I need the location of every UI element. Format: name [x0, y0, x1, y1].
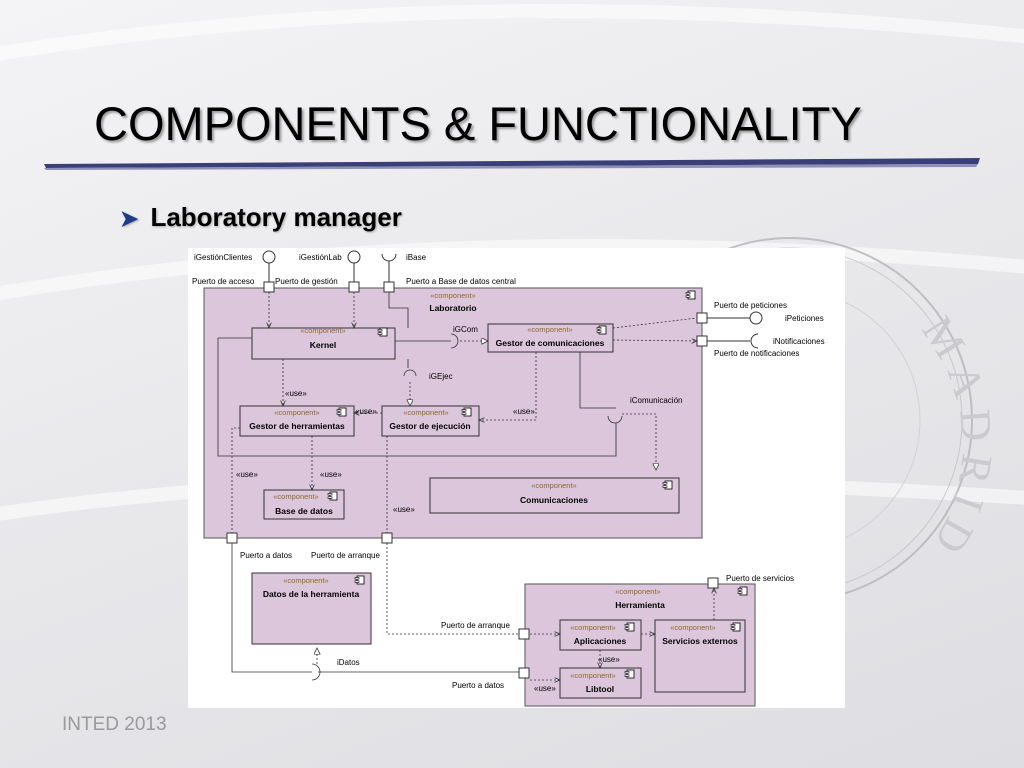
port-label: Puerto de servicios: [726, 574, 794, 583]
component-name: Gestor de ejecución: [389, 421, 470, 431]
stereotype-label: «component»: [283, 576, 328, 585]
stereotype-label: «component»: [570, 671, 615, 680]
stereotype-label: «component»: [615, 587, 660, 596]
interface-label: iDatos: [337, 658, 360, 667]
component-aplicaciones: «component» Aplicaciones: [559, 619, 642, 651]
component-name: Servicios externos: [662, 636, 738, 646]
component-name: Herramienta: [615, 600, 665, 610]
component-name: Datos de la herramienta: [263, 589, 360, 599]
seal-text: MADRID: [913, 308, 993, 571]
provided-interfaces-top: [262, 250, 397, 282]
stereotype-label: «component»: [670, 623, 715, 632]
stereotype-label: «component»: [403, 408, 448, 417]
port-label: Puerto a datos: [452, 681, 504, 690]
port-label: Puerto de arranque: [441, 621, 510, 630]
use-label: «use»: [513, 407, 535, 416]
component-name: Gestor de herramientas: [249, 421, 345, 431]
interface-label: iPeticiones: [785, 314, 824, 323]
footer-text: INTED 2013: [62, 714, 167, 735]
component-name: Laboratorio: [429, 303, 476, 313]
component-gestor-herramientas: «component» Gestor de herramientas: [239, 405, 355, 437]
port-label: Puerto de gestión: [275, 277, 338, 286]
component-kernel: «component» Kernel: [251, 326, 396, 360]
component-name: Aplicaciones: [574, 636, 627, 646]
stereotype-label: «component»: [570, 623, 615, 632]
port-label: Puerto de notificaciones: [714, 349, 799, 358]
ports-herramienta: [518, 577, 719, 679]
external-connectors: [231, 543, 714, 680]
component-servicios-externos: «component» Servicios externos: [654, 619, 746, 693]
component-diagram: «component» Laboratorio «component» Kern…: [188, 248, 845, 708]
component-name: Libtool: [586, 684, 614, 694]
interface-label: iGCom: [453, 325, 478, 334]
internal-connectors: [217, 292, 697, 533]
port-label: Puerto de peticiones: [714, 301, 787, 310]
stereotype-label: «component»: [300, 326, 345, 335]
svg-text:MADRID: MADRID: [913, 308, 1003, 571]
port-label: Puerto de arranque: [311, 551, 380, 560]
bullet-text: Laboratory manager: [150, 202, 402, 232]
component-gestor-comunicaciones: «component» Gestor de comunicaciones: [487, 323, 614, 353]
use-label: «use»: [534, 684, 556, 693]
interface-label: iBase: [406, 253, 427, 262]
use-label: «use»: [598, 655, 620, 664]
use-label: «use»: [355, 407, 377, 416]
port-label: Puerto a datos: [240, 551, 292, 560]
component-name: Base de datos: [275, 506, 333, 516]
port-label: Puerto a Base de datos central: [406, 277, 516, 286]
stereotype-label: «component»: [273, 492, 318, 501]
interface-label: iComunicación: [630, 396, 682, 405]
title-underline: [44, 158, 980, 170]
bullet-item: ➤ Laboratory manager: [120, 202, 402, 233]
component-name: Comunicaciones: [520, 495, 588, 505]
component-libtool: «component» Libtool: [559, 667, 642, 699]
stereotype-label: «component»: [430, 291, 475, 300]
component-datos-herramienta: «component» Datos de la herramienta: [251, 572, 372, 645]
component-name: Gestor de comunicaciones: [496, 338, 605, 348]
stereotype-label: «component»: [527, 325, 572, 334]
interface-label: iNotificaciones: [773, 337, 825, 346]
port-label: Puerto de acceso: [192, 277, 255, 286]
stereotype-label: «component»: [274, 408, 319, 417]
use-label: «use»: [393, 505, 415, 514]
slide-title: COMPONENTS & FUNCTIONALITY: [94, 97, 862, 150]
use-label: «use»: [236, 470, 258, 479]
component-gestor-ejecucion: «component» Gestor de ejecución: [381, 405, 480, 437]
component-base-datos: «component» Base de datos: [263, 489, 345, 520]
stereotype-label: «component»: [531, 481, 576, 490]
arrow-bullet-icon: ➤: [120, 206, 139, 231]
interface-label: iGestiónClientes: [194, 253, 252, 262]
component-name: Kernel: [310, 340, 336, 350]
component-comunicaciones: «component» Comunicaciones: [429, 477, 680, 514]
use-label: «use»: [285, 389, 307, 398]
use-label: «use»: [320, 470, 342, 479]
interface-label: iGEjec: [429, 372, 453, 381]
interface-label: iGestiónLab: [299, 253, 342, 262]
ports-right: [696, 311, 763, 349]
